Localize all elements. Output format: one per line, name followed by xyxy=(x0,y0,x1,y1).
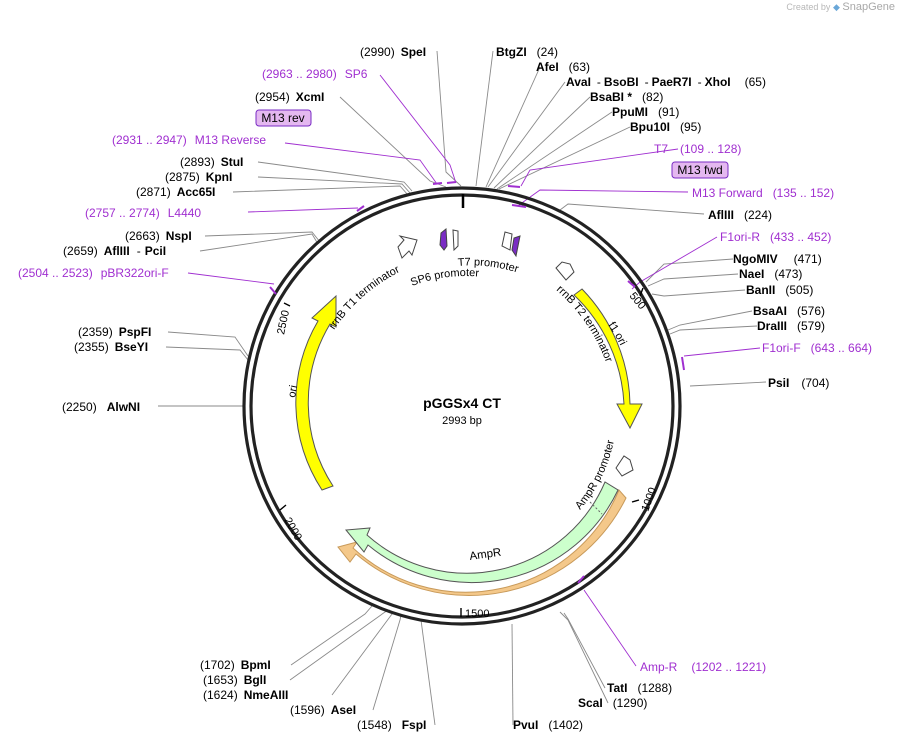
site-nmeaiii: (1624)NmeAIII xyxy=(203,688,288,702)
site-draiii: DraIII(579) xyxy=(757,319,825,333)
site-bseyi: (2355)BseYI xyxy=(74,340,148,354)
site-btgzi: BtgZI(24) xyxy=(496,45,558,59)
site-avai-group: AvaI-BsoBI-PaeR7I-XhoI(65) xyxy=(566,75,766,89)
plasmid-length: 2993 bp xyxy=(442,415,482,427)
primer-pbr322ori-f: (2504 .. 2523)pBR322ori-F xyxy=(18,266,169,280)
m13-fwd-primer-feature xyxy=(511,235,521,258)
site-afliii-pcii: (2659)AflIII-PciI xyxy=(63,244,166,258)
snapgene-branding: Created by ◆ SnapGene xyxy=(786,1,895,13)
site-psii: PsiI(704) xyxy=(768,376,829,390)
site-afliii: AflIII(224) xyxy=(708,208,772,222)
rrnb-t1-terminator-feature xyxy=(397,235,418,259)
site-ngomiv: NgoMIV(471) xyxy=(733,252,822,266)
tick-label-2500: 2500 xyxy=(275,309,292,335)
tick-label-500: 500 xyxy=(627,290,648,312)
primer-l4440: (2757 .. 2774)L4440 xyxy=(85,206,201,220)
tick-marks xyxy=(279,287,644,617)
site-spei: (2990)SpeI xyxy=(360,45,426,59)
sp6-promoter-label: SP6 promoter xyxy=(409,267,480,289)
site-fspi: (1548)FspI xyxy=(357,718,426,732)
plasmid-name: pGGSx4 CT xyxy=(423,395,501,411)
primer-t7: T7(109 .. 128) xyxy=(654,142,741,156)
ampr-dash xyxy=(589,501,603,515)
m13-rev-box xyxy=(255,109,312,127)
ori-feature xyxy=(295,294,337,491)
site-bgli: (1653)BglI xyxy=(203,673,266,687)
site-stui: (2893)StuI xyxy=(180,155,243,169)
m13-rev-primer-feature xyxy=(439,228,448,251)
snapgene-logo-icon: ◆ xyxy=(832,2,840,12)
site-afei: AfeI(63) xyxy=(536,60,590,74)
m13-fwd-box-label: M13 fwd xyxy=(677,163,722,177)
rrnb-t2-terminator-feature xyxy=(555,261,575,281)
snapgene-name: SnapGene xyxy=(842,1,895,13)
m13-fwd-box xyxy=(671,161,729,179)
backbone-outer-ring xyxy=(242,186,682,626)
ampr-feature xyxy=(345,481,619,583)
ampr-label: AmpR xyxy=(469,547,502,563)
site-tati: TatI(1288) xyxy=(607,681,672,695)
site-scai: ScaI(1290) xyxy=(578,696,647,710)
site-bsaai: BsaAI(576) xyxy=(753,304,825,318)
primer-f1ori-f: F1ori-F(643 .. 664) xyxy=(762,341,872,355)
rrnb-t1-label: rrnB T1 terminator xyxy=(327,263,402,331)
primer-m13-reverse: (2931 .. 2947)M13 Reverse xyxy=(112,133,266,147)
site-ppumi: PpuMI(91) xyxy=(612,105,679,119)
tick-label-1000: 1000 xyxy=(640,486,660,513)
site-acc65i: (2871)Acc65I xyxy=(136,185,215,199)
primer-sp6: (2963 .. 2980)SP6 xyxy=(262,67,368,81)
tick-label-1500: 1500 xyxy=(465,608,489,620)
tick-label-2000: 2000 xyxy=(281,516,304,543)
site-asei: (1596)AseI xyxy=(290,703,356,717)
ampr-promoter-feature xyxy=(615,455,634,477)
primer-m13-forward: M13 Forward(135 .. 152) xyxy=(692,186,834,200)
primer-f1ori-r: F1ori-R(433 .. 452) xyxy=(720,230,831,244)
site-banii: BanII(505) xyxy=(746,283,813,297)
site-nspi: (2663)NspI xyxy=(125,229,192,243)
ori-label: ori xyxy=(286,384,300,398)
site-bpu10i: Bpu10I(95) xyxy=(630,120,701,134)
leader-lines xyxy=(158,50,767,726)
site-bpmi: (1702)BpmI xyxy=(200,658,271,672)
site-pspfi: (2359)PspFI xyxy=(78,325,151,339)
site-xcmi: (2954)XcmI xyxy=(255,90,324,104)
t7-promoter-feature xyxy=(501,231,513,251)
site-naei: NaeI(473) xyxy=(739,267,802,281)
f1-ori-feature xyxy=(573,288,643,430)
site-kpni: (2875)KpnI xyxy=(165,170,232,184)
m13-rev-box-label: M13 rev xyxy=(261,111,304,125)
sp6-promoter-feature xyxy=(452,229,459,252)
site-pvui: PvuI(1402) xyxy=(513,718,583,732)
primer-marks xyxy=(269,181,685,584)
created-by-text: Created by xyxy=(786,2,831,12)
site-bsabi: BsaBI *(82) xyxy=(590,90,663,104)
primer-amp-r: Amp-R(1202 .. 1221) xyxy=(640,660,766,674)
site-alwni: (2250)AlwNI xyxy=(62,400,140,414)
